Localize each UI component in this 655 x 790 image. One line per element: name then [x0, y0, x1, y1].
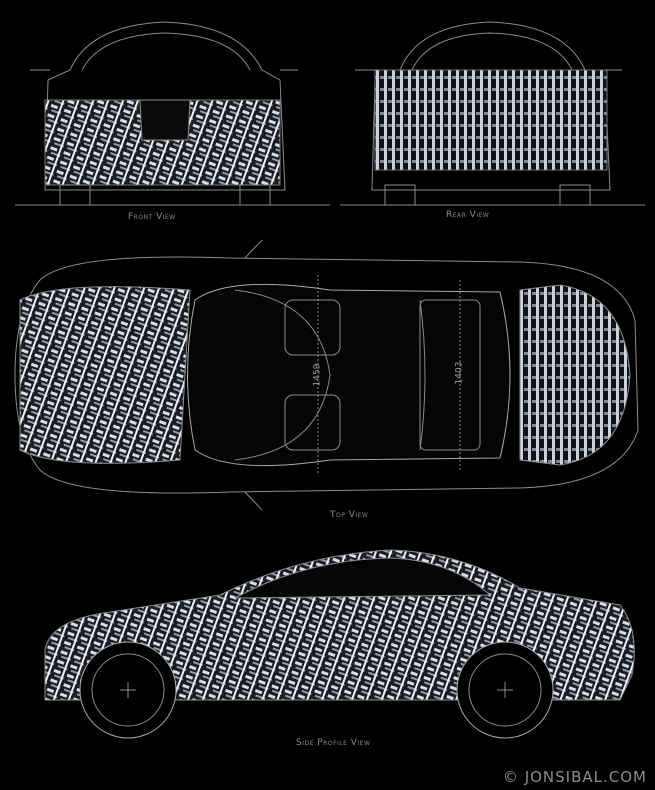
side-profile-car: [44, 549, 635, 739]
front-view-label: Front View: [128, 212, 176, 222]
front-view-car: [15, 21, 330, 206]
side-profile-view-label: Side Profile View: [296, 738, 371, 748]
rear-track-dimension: 1403: [454, 361, 465, 385]
top-view-label: Top View: [330, 510, 369, 520]
front-track-dimension: 1459: [312, 363, 323, 387]
rear-view-label: Rear View: [446, 210, 490, 220]
rear-view-car: [340, 21, 645, 206]
top-view-car: [14, 239, 639, 511]
copyright-watermark: © JONSIBAL.COM: [502, 768, 647, 786]
